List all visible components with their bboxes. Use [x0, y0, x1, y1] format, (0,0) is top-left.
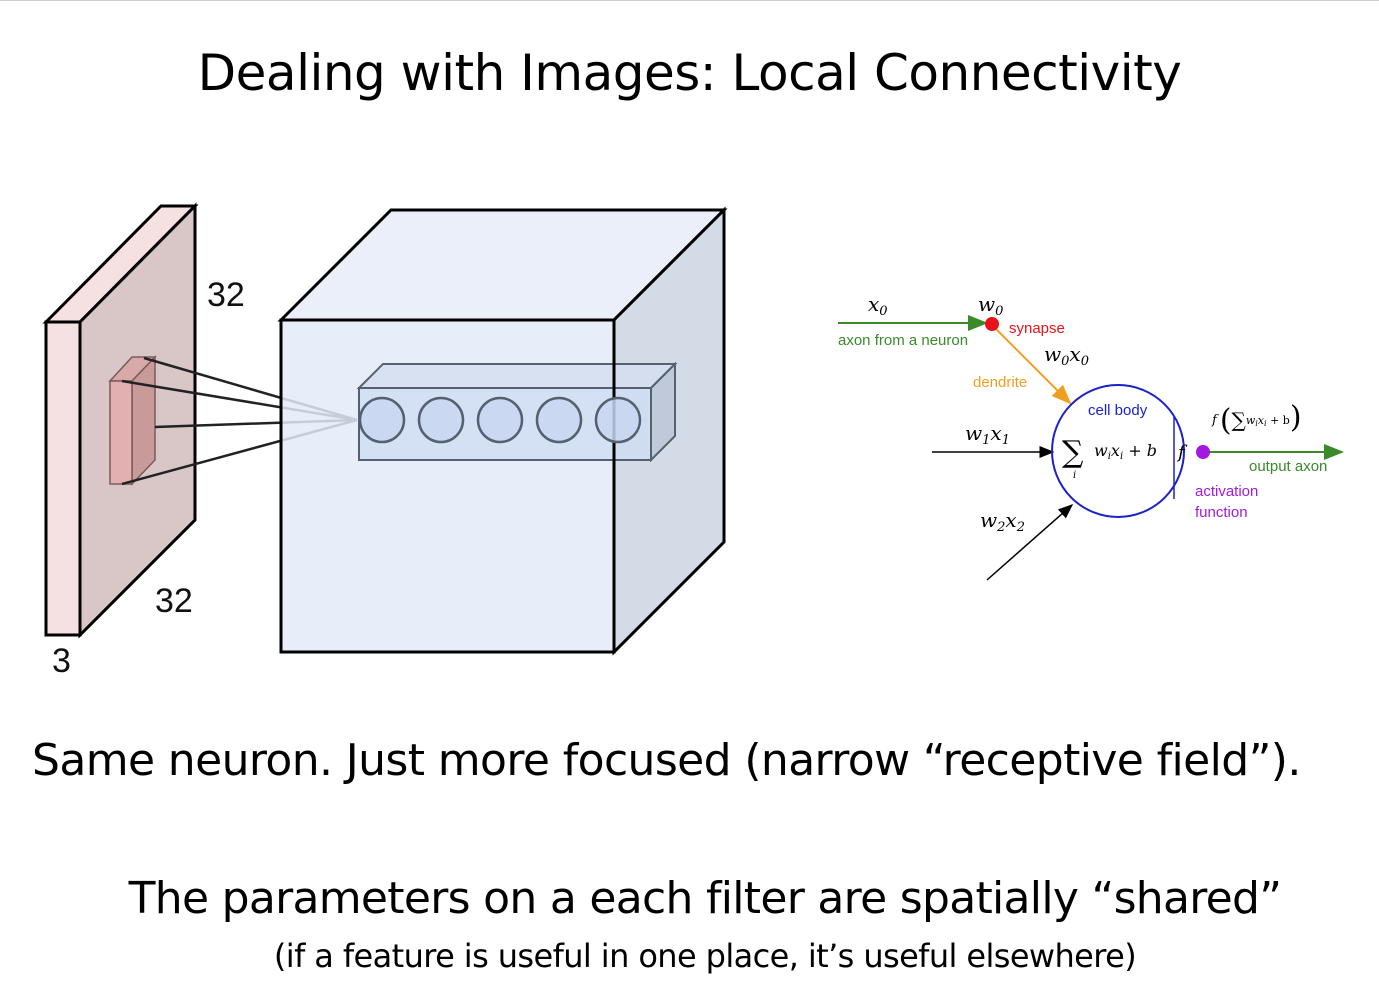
synapse-label: synapse [1009, 320, 1065, 337]
w0-label: w0 [978, 292, 1003, 319]
input-depth-label: 3 [52, 642, 71, 680]
neuron-circle [535, 396, 583, 444]
neuron-circle [417, 396, 465, 444]
activation-dot [1196, 445, 1210, 459]
input-height-label: 32 [207, 276, 245, 314]
w0x0-label: w0x0 [1044, 342, 1089, 369]
neuron-model: x0 w0 synapse axon from a neuron w0x0 de… [838, 292, 1344, 581]
output-volume [277, 206, 728, 656]
dendrite-arrow [993, 326, 1072, 405]
input-volume [42, 202, 199, 639]
synapse-dot [985, 317, 999, 331]
axon-from-neuron-label: axon from a neuron [838, 332, 968, 349]
output-expression: f(∑wixi + b) [1211, 400, 1302, 438]
neuron-circle [476, 396, 524, 444]
filter-front [109, 380, 133, 485]
sum-expression: wixi + b [1094, 441, 1157, 462]
input-w2x2-arrow [986, 504, 1074, 581]
output-axon-label: output axon [1249, 458, 1327, 475]
top-border [0, 0, 1379, 1]
w2x2-label: w2x2 [980, 508, 1025, 535]
input-width-label: 32 [155, 582, 193, 620]
x0-label: x0 [868, 292, 888, 319]
neuron-row [358, 396, 642, 444]
cell-body-label: cell body [1088, 402, 1148, 419]
activation-label-line2: function [1195, 504, 1248, 521]
caption-note: (if a feature is useful in one place, it… [273, 937, 1137, 975]
caption-shared: The parameters on a each filter are spat… [128, 873, 1282, 924]
sum-index: i [1073, 470, 1076, 481]
input-volume-side [44, 320, 82, 637]
depth-column-top [356, 363, 678, 389]
dendrite-label: dendrite [973, 374, 1027, 391]
neuron-circle [594, 396, 642, 444]
cell-body-circle [1051, 384, 1185, 518]
slide-title: Dealing with Images: Local Connectivity [197, 44, 1182, 102]
activation-f: f [1176, 442, 1188, 463]
activation-label-line1: activation [1195, 483, 1258, 500]
w1x1-label: w1x1 [965, 421, 1010, 448]
sum-symbol: ∑ [1062, 435, 1084, 470]
caption-main: Same neuron. Just more focused (narrow “… [32, 735, 1301, 786]
neuron-circle [358, 396, 406, 444]
